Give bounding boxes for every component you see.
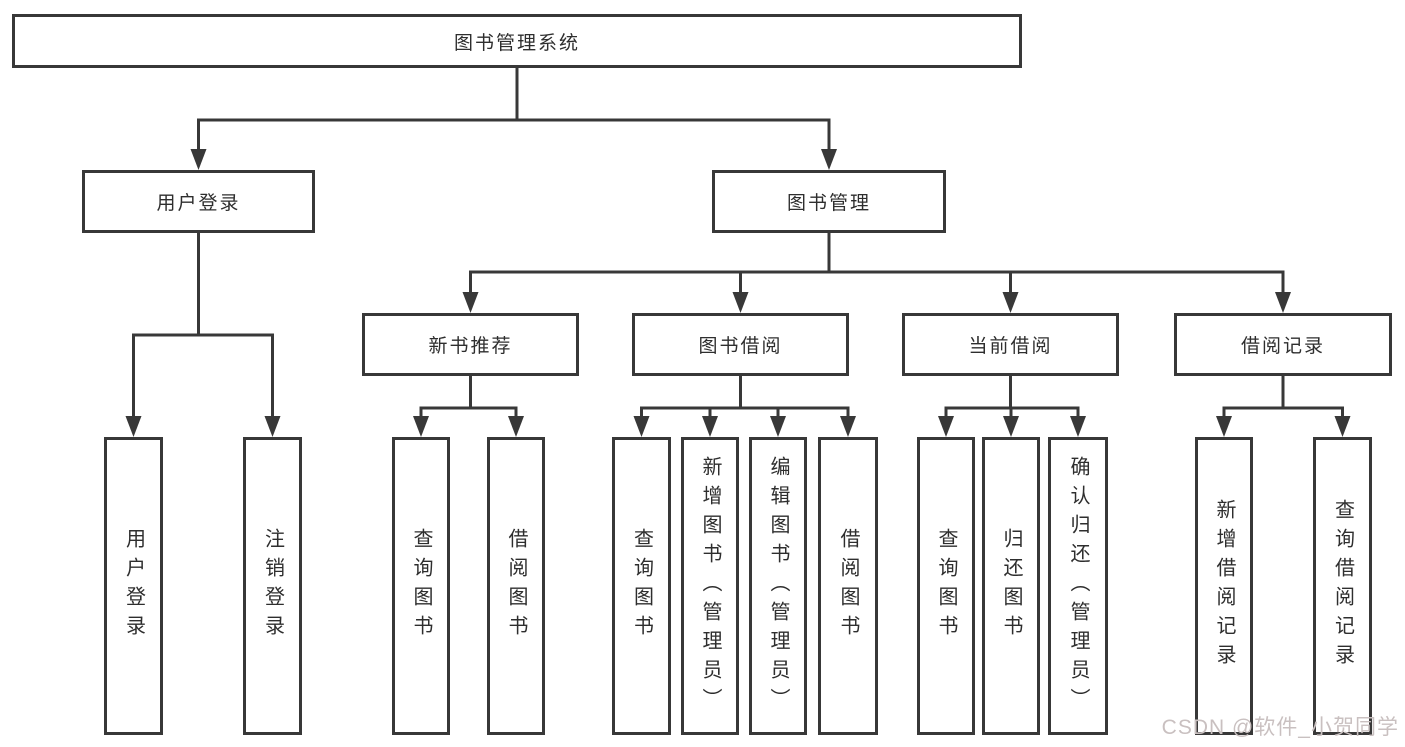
leaf-label: 新增借阅记录 — [1213, 499, 1235, 673]
node-book-management: 图书管理 — [712, 170, 946, 233]
leaf-return-books: 归还图书 — [982, 437, 1040, 735]
leaf-query-books: 查询图书 — [392, 437, 450, 735]
leaf-label: 借阅图书 — [837, 528, 859, 644]
leaf-label: 用户登录 — [122, 528, 145, 644]
connector-new-book-children — [413, 372, 524, 437]
leaf-add-borrow-record: 新增借阅记录 — [1195, 437, 1253, 735]
leaf-label: 借阅图书 — [505, 528, 527, 644]
leaf-label: 编辑图书（管理员） — [767, 455, 789, 717]
connector-user-login-children — [125, 229, 281, 437]
leaf-query-books: 查询图书 — [612, 437, 671, 735]
csdn-watermark: CSDN @软件_小贺同学 — [1161, 716, 1399, 739]
connector-book-borrow-children — [633, 372, 856, 437]
connector-borrow-records-children — [1216, 372, 1351, 437]
leaf-logout-login: 注销登录 — [243, 437, 302, 735]
leaf-user-login: 用户登录 — [104, 437, 163, 735]
leaf-borrow-books: 借阅图书 — [818, 437, 878, 735]
leaf-edit-books-admin: 编辑图书（管理员） — [749, 437, 807, 735]
node-new-book-recommend: 新书推荐 — [362, 313, 579, 376]
connector-book-management-children — [462, 229, 1291, 313]
leaf-label: 新增图书（管理员） — [699, 455, 721, 717]
node-book-borrow: 图书借阅 — [632, 313, 849, 376]
connector-root-to-level2 — [190, 64, 837, 170]
node-borrow-records: 借阅记录 — [1174, 313, 1392, 376]
leaf-add-books-admin: 新增图书（管理员） — [681, 437, 739, 735]
leaf-borrow-books: 借阅图书 — [487, 437, 545, 735]
leaf-label: 确认归还（管理员） — [1067, 455, 1089, 717]
node-root: 图书管理系统 — [12, 14, 1022, 68]
leaf-confirm-return-admin: 确认归还（管理员） — [1048, 437, 1108, 735]
leaf-label: 查询图书 — [630, 528, 653, 644]
leaf-label: 查询图书 — [410, 528, 432, 644]
leaf-query-books: 查询图书 — [917, 437, 975, 735]
leaf-label: 归还图书 — [1000, 528, 1022, 644]
leaf-label: 查询借阅记录 — [1331, 499, 1354, 673]
node-user-login: 用户登录 — [82, 170, 315, 233]
leaf-label: 注销登录 — [261, 528, 284, 644]
node-current-borrow: 当前借阅 — [902, 313, 1119, 376]
leaf-query-borrow-record: 查询借阅记录 — [1313, 437, 1372, 735]
connector-current-borrow-children — [938, 372, 1086, 437]
leaf-label: 查询图书 — [935, 528, 957, 644]
